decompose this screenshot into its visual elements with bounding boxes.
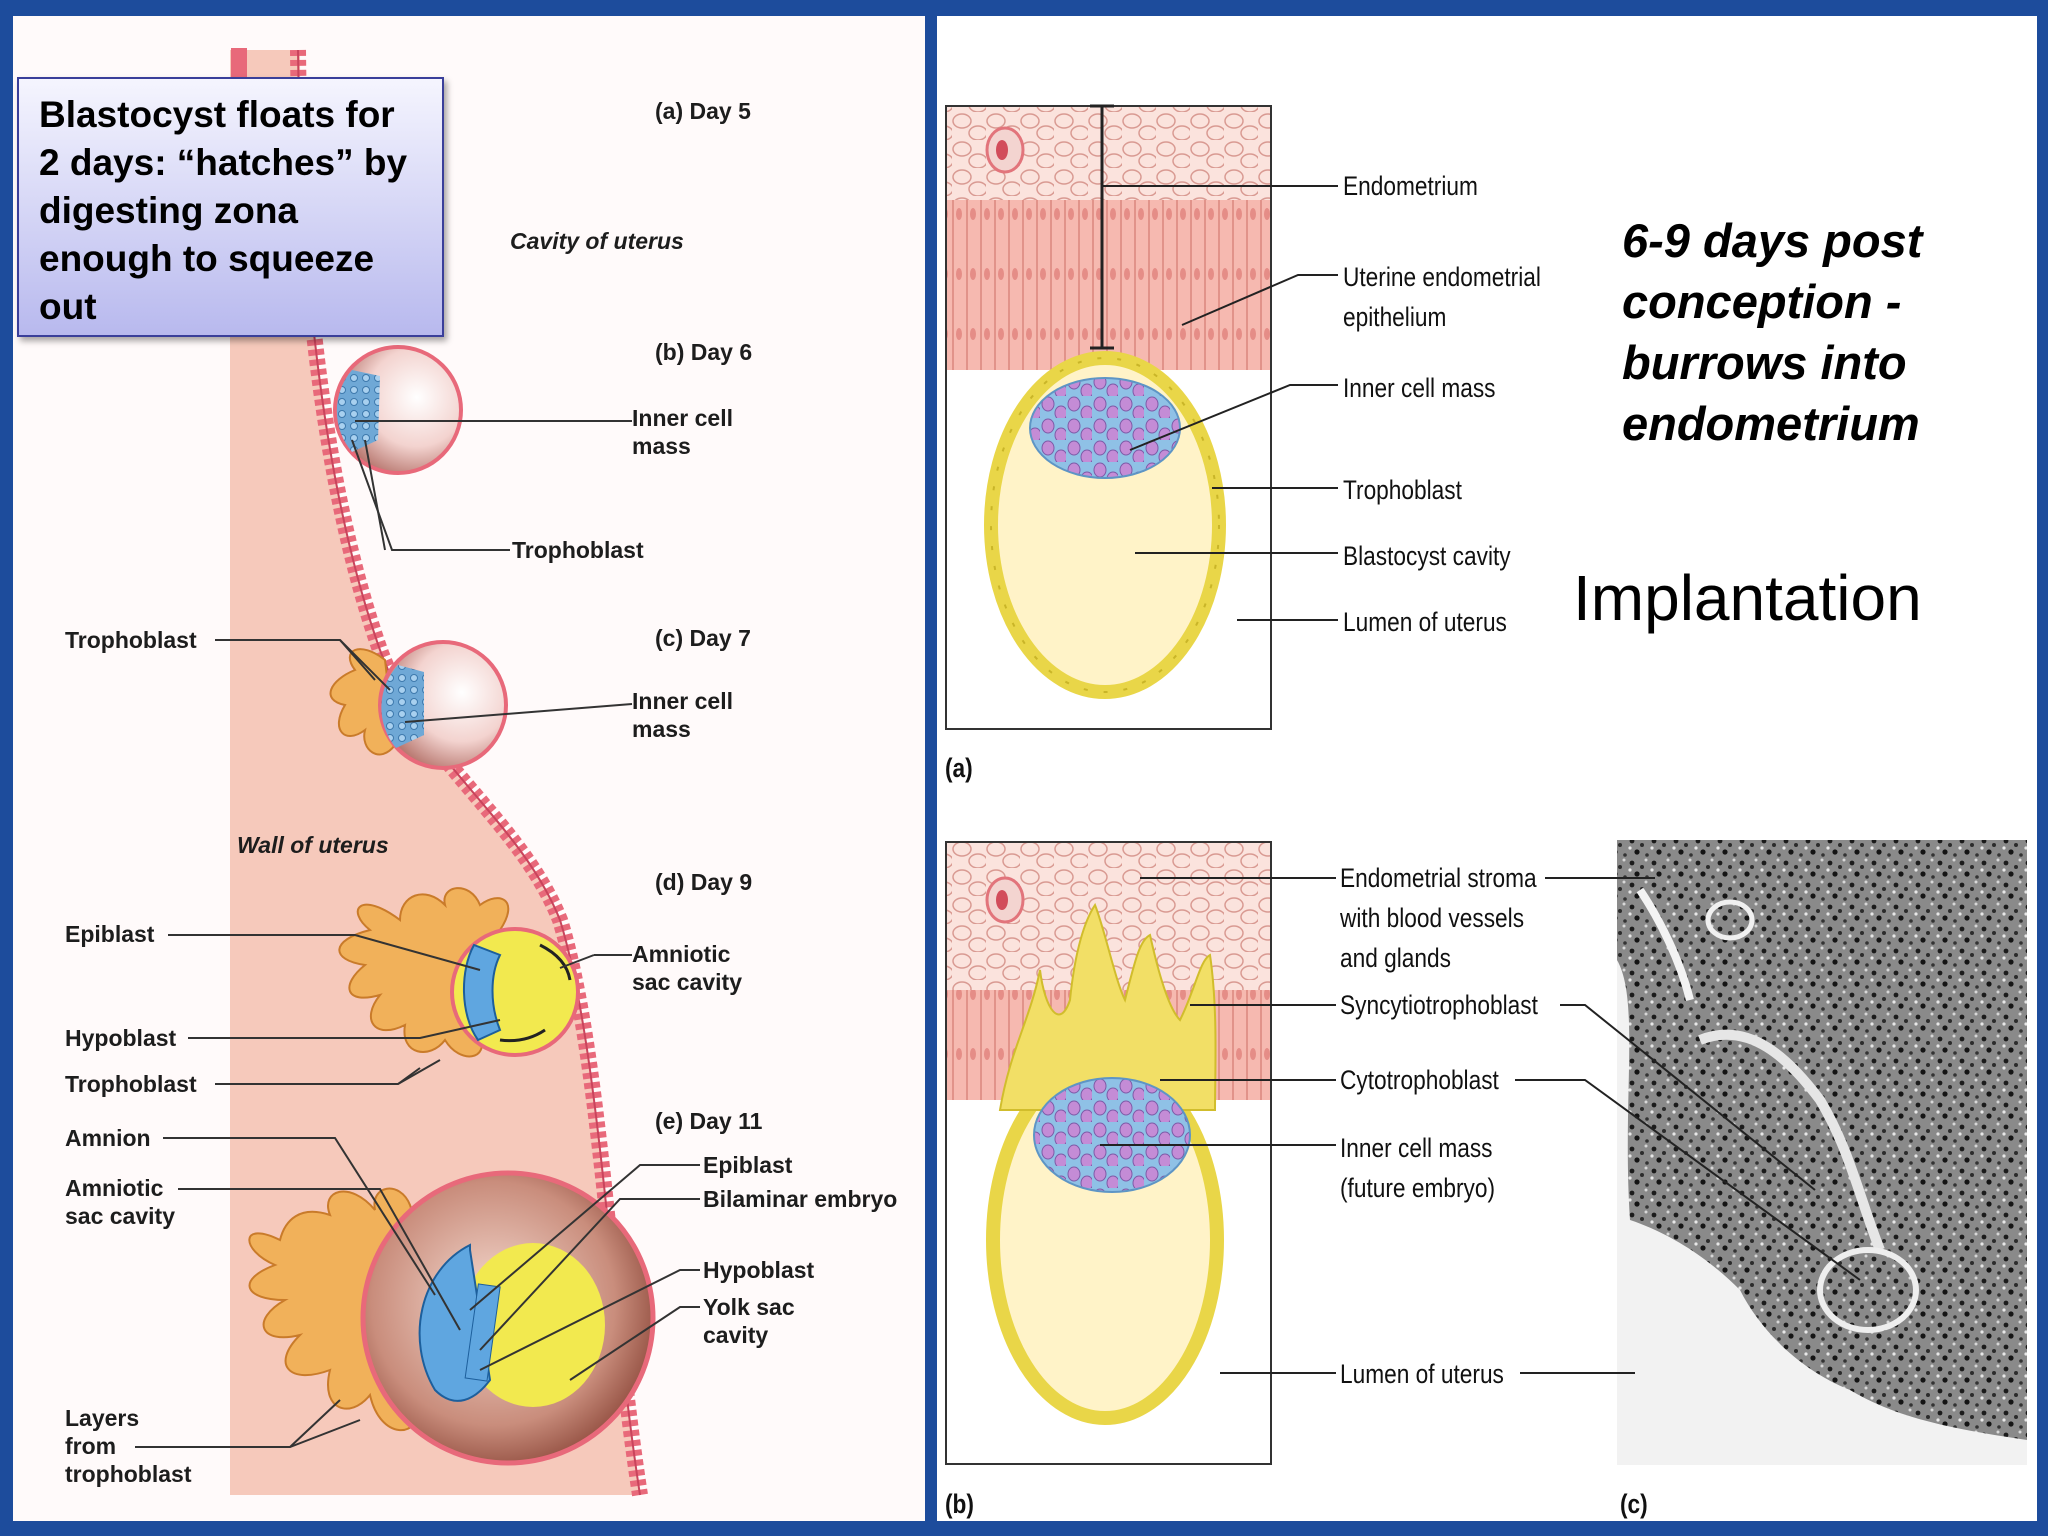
stage-label-day11: (e) Day 11 <box>655 1108 763 1134</box>
stage-label-day9: (d) Day 9 <box>655 869 753 895</box>
label-b-trophoblast: Trophoblast <box>512 537 644 563</box>
label-a-inner-cell-mass: Inner cell mass <box>1343 373 1496 403</box>
stage-label-day6: (b) Day 6 <box>655 339 753 365</box>
blastocyst-day6 <box>333 345 463 475</box>
label-endometrial-stroma: Endometrial stroma with blood vessels an… <box>1340 863 1537 973</box>
label-e-epiblast: Epiblast <box>703 1152 793 1178</box>
label-e-bilaminar-embryo: Bilaminar embryo <box>703 1186 898 1212</box>
label-d-epiblast: Epiblast <box>65 921 155 947</box>
cavity-of-uterus-label: Cavity of uterus <box>510 228 684 254</box>
label-b-inner-cell-mass: Inner cell mass (future embryo) <box>1340 1133 1496 1203</box>
embryo-day9 <box>338 887 580 1058</box>
stage-label-day5: (a) Day 5 <box>655 98 751 124</box>
label-uterine-epithelium: Uterine endometrial epithelium <box>1343 262 1541 332</box>
label-e-layers-from-trophoblast: Layers from trophoblast <box>65 1405 192 1487</box>
right-leader-lines <box>1100 185 1861 1374</box>
left-leader-lines <box>135 420 700 1448</box>
slide-title: Implantation <box>1573 562 1922 634</box>
panel-a-tag: (a) <box>945 753 973 783</box>
label-a-blastocyst-cavity: Blastocyst cavity <box>1343 541 1511 571</box>
label-syncytiotrophoblast: Syncytiotrophoblast <box>1340 990 1538 1020</box>
label-b-inner-cell-mass: Inner cell mass <box>632 405 733 459</box>
label-d-hypoblast: Hypoblast <box>65 1025 177 1051</box>
label-e-amniotic-sac-cavity: Amniotic sac cavity <box>65 1175 175 1229</box>
blastocyst-day7 <box>329 640 508 770</box>
embryo-day11 <box>248 1170 656 1466</box>
hatching-callout: Blastocyst floats for 2 days: “hatches” … <box>17 77 444 337</box>
label-e-amnion: Amnion <box>65 1125 151 1151</box>
label-c-trophoblast: Trophoblast <box>65 627 197 653</box>
label-a-lumen: Lumen of uterus <box>1343 607 1507 637</box>
label-a-trophoblast: Trophoblast <box>1343 475 1462 505</box>
subtitle-text: 6-9 days post conception - burrows into … <box>1622 214 1923 450</box>
label-endometrium: Endometrium <box>1343 171 1478 201</box>
label-d-trophoblast: Trophoblast <box>65 1071 197 1097</box>
panel-c-tag: (c) <box>1620 1489 1648 1519</box>
label-c-inner-cell-mass: Inner cell mass <box>632 688 733 742</box>
label-d-amniotic-sac-cavity: Amniotic sac cavity <box>632 941 742 995</box>
label-e-yolk-sac-cavity: Yolk sac cavity <box>703 1294 795 1348</box>
implantation-panel-b <box>945 841 1272 1465</box>
wall-of-uterus-label: Wall of uterus <box>237 832 389 858</box>
label-b-lumen: Lumen of uterus <box>1340 1359 1504 1389</box>
histology-micrograph <box>1617 840 2027 1465</box>
label-cytotrophoblast: Cytotrophoblast <box>1340 1065 1499 1095</box>
stage-label-day7: (c) Day 7 <box>655 625 751 651</box>
panel-b-tag: (b) <box>945 1489 974 1519</box>
implantation-panel-a <box>945 104 1272 730</box>
label-e-hypoblast: Hypoblast <box>703 1257 815 1283</box>
